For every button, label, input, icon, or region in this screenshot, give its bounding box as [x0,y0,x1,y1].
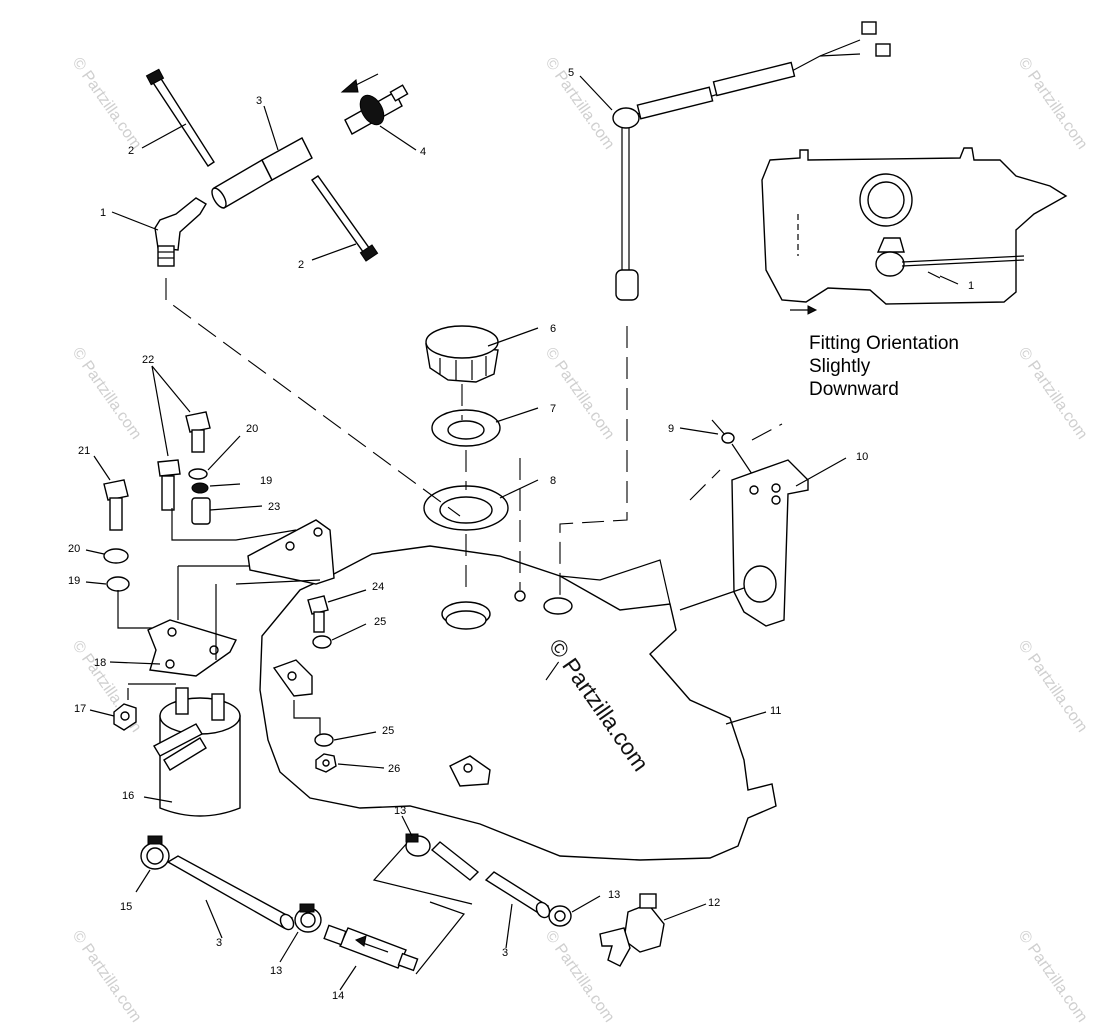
callout-13-right: 13 [608,889,620,901]
washer-25-lower [314,733,334,747]
spacer-23 [191,497,211,525]
clamp-13-right [548,905,572,927]
bracket-lines-lower [372,841,473,975]
elbow-fitting-12 [599,893,665,967]
watermark-text: © Partzilla.com [1015,928,1091,1023]
flow-arrow [340,73,379,93]
bolt-21 [103,479,129,531]
callout-21: 21 [78,445,90,457]
callout-22: 22 [142,354,154,366]
callout-9: 9 [668,423,674,435]
clamp-13-left [294,903,322,933]
hose-3-right [430,841,551,919]
callout-16: 16 [122,790,134,802]
callout-2-upper: 2 [128,145,134,157]
callout-5: 5 [568,67,574,79]
callout-6: 6 [550,323,556,335]
callout-1-inset: 1 [968,280,974,292]
callout-17: 17 [74,703,86,715]
watermark-text: © Partzilla.com [1015,55,1091,153]
callout-14: 14 [332,990,344,1002]
bolt-22-lower [157,459,181,511]
mount-plate-upper [247,519,335,585]
callout-8: 8 [550,475,556,487]
hose-clamp-2-lower [311,175,379,262]
inset-tank [761,147,1068,315]
fuel-tank-11 [259,545,777,861]
callout-1-top: 1 [100,207,106,219]
callout-20-upper: 20 [246,423,258,435]
callout-2-lower: 2 [298,259,304,271]
watermark-text: © Partzilla.com [1015,638,1091,736]
callout-numbers: 1 2 3 4 2 5 1 6 7 8 9 10 11 12 13 13 13 … [68,67,974,1002]
callout-3-right: 3 [502,947,508,959]
nut-26 [315,753,337,773]
callout-19-upper: 19 [260,475,272,487]
hose-clamp-2-upper [145,68,215,167]
watermark-text: © Partzilla.com [542,345,618,443]
callout-4: 4 [420,146,426,158]
fuel-sender-5 [612,21,891,301]
fuel-cap-6 [425,325,499,383]
watermark-text: © Partzilla.com [69,55,145,153]
callout-7: 7 [550,403,556,415]
leader-lines [85,75,959,991]
washer-19-upper [191,482,209,494]
clamp-13-upper [405,833,431,857]
washer-25-upper [312,635,332,649]
fitting-1-top [154,197,207,267]
watermark-text: © Partzilla.com [69,345,145,443]
washer-19-lower [106,576,130,592]
watermark-text: © Partzilla.com [1015,345,1091,443]
inset-note-line-1: Fitting Orientation [809,333,959,354]
bolt-22-upper [185,411,211,453]
callout-25-lower: 25 [382,725,394,737]
washer-20-upper [188,468,208,480]
mount-bracket-10 [731,459,809,627]
callout-13-upper: 13 [394,805,406,817]
callout-12: 12 [708,897,720,909]
callout-18: 18 [94,657,106,669]
callout-3-left: 3 [216,937,222,949]
callout-19-lower: 19 [68,575,80,587]
callout-11: 11 [770,705,781,717]
callout-3-top: 3 [256,95,262,107]
hose-3-top [211,137,313,209]
clamp-15 [140,835,170,870]
callout-23: 23 [268,501,280,513]
bracket-18 [147,619,237,677]
assembly-lines [117,278,783,734]
fuel-filter-16 [153,687,241,817]
bolt-24 [307,595,329,633]
callout-20-lower: 20 [68,543,80,555]
callout-13-left: 13 [270,965,282,977]
callout-15: 15 [120,901,132,913]
seal-8 [423,485,509,531]
callout-25-upper: 25 [374,616,386,628]
washer-20-lower [103,548,129,564]
callout-24: 24 [372,581,384,593]
callout-26: 26 [388,763,400,775]
hose-3-left [166,855,295,931]
inset-note-line-3: Downward [809,379,899,400]
nut-17 [113,703,137,731]
fuel-filter-4 [344,84,409,135]
inline-filter-14 [323,924,419,972]
gasket-7 [431,409,501,447]
inset-note-line-2: Slightly [809,356,871,377]
callout-10: 10 [856,451,868,463]
watermark-text: © Partzilla.com [69,928,145,1023]
